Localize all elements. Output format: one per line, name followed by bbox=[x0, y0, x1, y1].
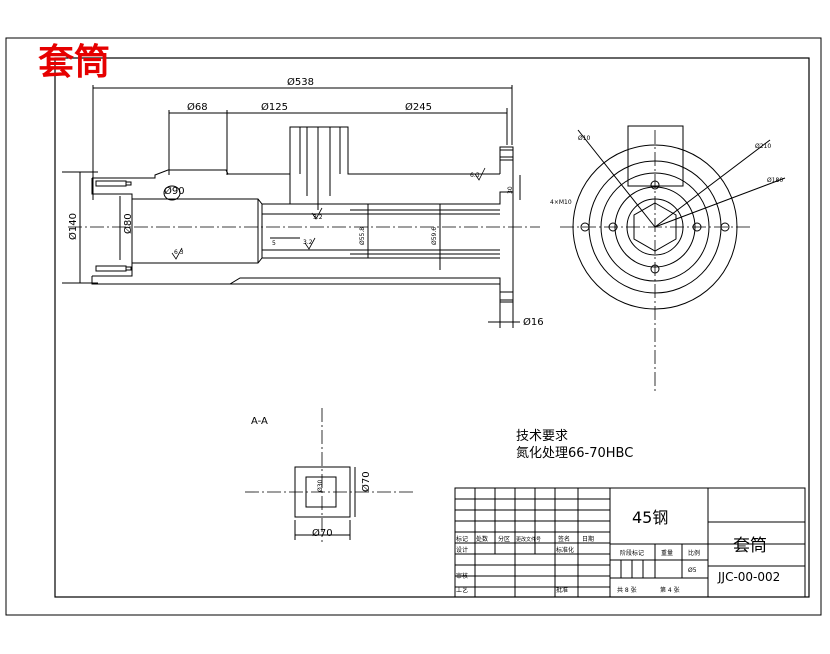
tb-docno: 更改文件号 bbox=[516, 536, 541, 543]
section-dim-70-h: Ø70 bbox=[312, 527, 333, 539]
roughness-a: 6.3 bbox=[174, 249, 184, 256]
section-dim-70-v: Ø70 bbox=[360, 471, 372, 492]
tb-date: 日期 bbox=[582, 535, 594, 543]
material: 45钢 bbox=[632, 508, 668, 527]
dim-5: 5 bbox=[272, 240, 276, 247]
tech-req-line1: 氮化处理66-70HBC bbox=[516, 446, 633, 461]
drawing-number: JJC-00-002 bbox=[717, 570, 780, 584]
tb-stage-mark: 阶段标记 bbox=[620, 549, 644, 557]
roughness-d: 3.2 bbox=[313, 214, 323, 221]
drawing-title: 套筒 bbox=[38, 41, 110, 83]
roughness-b: 6.3 bbox=[470, 172, 480, 179]
inner-frame bbox=[54, 57, 810, 598]
dim-68: Ø68 bbox=[187, 101, 208, 113]
tb-scale-val: Ø5 bbox=[688, 567, 697, 574]
tb-weight: 重量 bbox=[661, 549, 673, 557]
tb-sheet-no: 第 4 张 bbox=[660, 586, 680, 594]
title-block bbox=[454, 487, 806, 598]
dim-90: Ø90 bbox=[164, 185, 185, 197]
tb-approve: 批准 bbox=[556, 586, 568, 594]
side-dim-210: Ø210 bbox=[755, 143, 771, 150]
section-label: A-A bbox=[251, 416, 268, 427]
dim-245: Ø245 bbox=[405, 101, 432, 113]
dim-125: Ø125 bbox=[261, 101, 288, 113]
tb-design: 设计 bbox=[456, 546, 468, 554]
tb-zone: 分区 bbox=[498, 535, 510, 543]
tb-count: 处数 bbox=[476, 535, 488, 543]
roughness-marks bbox=[171, 167, 486, 260]
dim-16: Ø16 bbox=[523, 316, 544, 328]
main-view bbox=[62, 85, 521, 328]
side-dim-180: Ø180 bbox=[767, 177, 783, 184]
outer-border bbox=[5, 37, 822, 616]
tech-req-heading: 技术要求 bbox=[516, 429, 568, 444]
dim-538: Ø538 bbox=[287, 76, 314, 88]
dim-30: 30 bbox=[507, 186, 514, 194]
tb-process: 工艺 bbox=[456, 586, 468, 594]
tb-scale: 比例 bbox=[688, 549, 700, 557]
tb-std: 标准化 bbox=[556, 546, 574, 554]
roughness-c: 3.2 bbox=[303, 239, 313, 246]
side-dim-10: Ø10 bbox=[578, 135, 591, 142]
section-dim-30: Ø30 bbox=[317, 479, 324, 492]
dim-59: Ø59.6 bbox=[431, 227, 438, 245]
tb-review: 审核 bbox=[456, 572, 468, 580]
side-holes: 4×M10 bbox=[550, 199, 572, 206]
tb-sheets-total: 共 8 张 bbox=[617, 586, 637, 594]
tb-sign: 签名 bbox=[558, 535, 570, 543]
tb-mark: 标记 bbox=[456, 535, 468, 543]
dim-80: Ø80 bbox=[122, 213, 134, 234]
dim-140: Ø140 bbox=[67, 213, 79, 240]
side-view bbox=[572, 125, 786, 310]
dim-55: Ø55.8 bbox=[359, 227, 366, 245]
part-name: 套筒 bbox=[733, 536, 767, 556]
